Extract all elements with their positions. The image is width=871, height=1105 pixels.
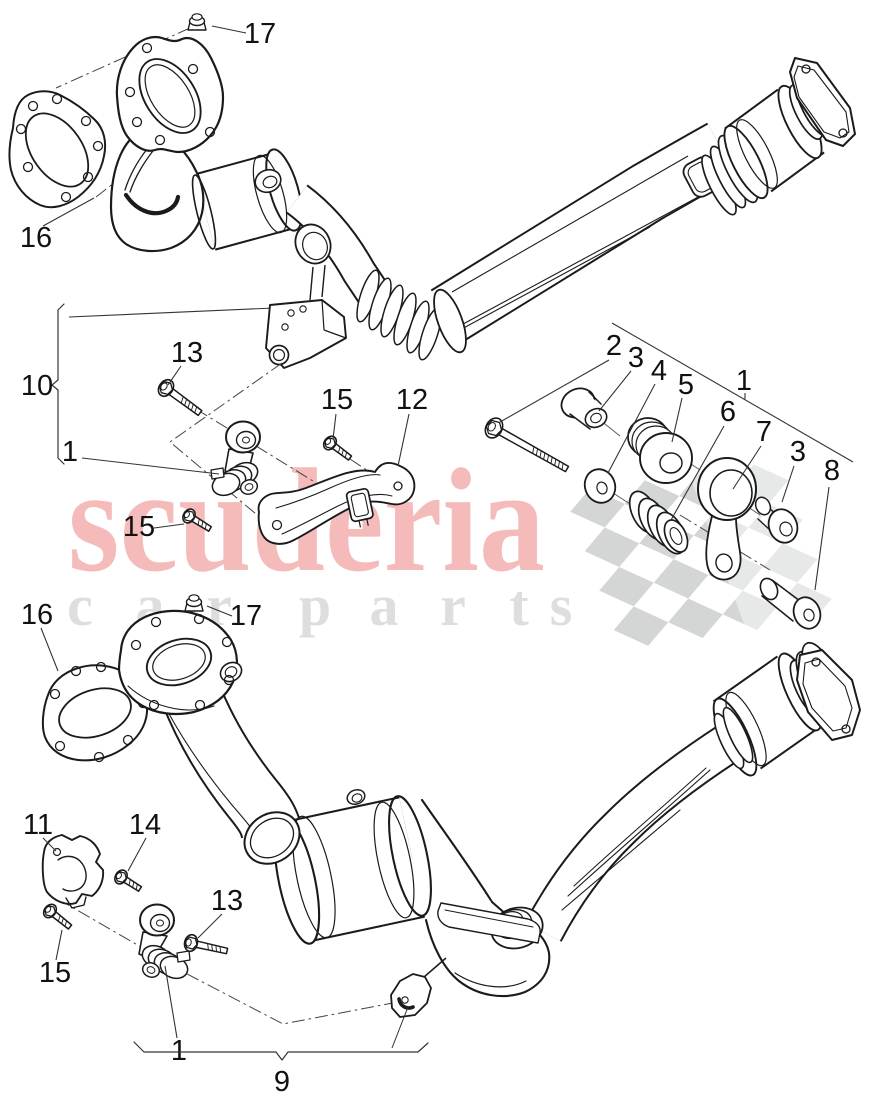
svg-text:1: 1 — [736, 365, 752, 397]
svg-text:6: 6 — [720, 396, 736, 428]
svg-text:16: 16 — [21, 599, 53, 631]
svg-text:8: 8 — [824, 455, 840, 487]
svg-text:15: 15 — [123, 511, 155, 543]
svg-text:1: 1 — [171, 1035, 187, 1067]
svg-text:r: r — [440, 573, 466, 638]
svg-text:2: 2 — [606, 330, 622, 362]
svg-text:7: 7 — [756, 416, 772, 448]
svg-text:3: 3 — [628, 342, 644, 374]
svg-text:t: t — [509, 573, 529, 638]
svg-text:4: 4 — [651, 355, 667, 387]
svg-text:1: 1 — [62, 436, 78, 468]
svg-text:13: 13 — [211, 885, 243, 917]
svg-text:15: 15 — [321, 384, 353, 416]
svg-text:17: 17 — [244, 18, 276, 50]
svg-text:10: 10 — [21, 370, 53, 402]
svg-text:17: 17 — [230, 600, 262, 632]
svg-text:12: 12 — [396, 384, 428, 416]
svg-text:p: p — [299, 573, 331, 638]
svg-text:14: 14 — [129, 809, 161, 841]
svg-text:11: 11 — [23, 809, 53, 841]
svg-text:a: a — [370, 573, 399, 638]
svg-text:s: s — [550, 573, 573, 638]
svg-text:16: 16 — [20, 222, 52, 254]
svg-text:15: 15 — [39, 957, 71, 989]
svg-text:3: 3 — [790, 436, 806, 468]
svg-text:5: 5 — [678, 369, 694, 401]
svg-text:c: c — [67, 573, 93, 638]
svg-text:13: 13 — [171, 337, 203, 369]
svg-text:9: 9 — [274, 1066, 290, 1098]
